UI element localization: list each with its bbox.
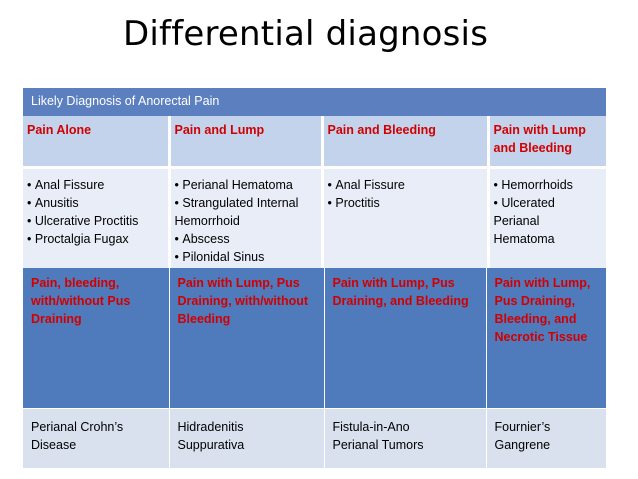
diagnosis-item: Anusitis [27,194,164,212]
diagnosis-item: Perianal Hematoma [175,176,317,194]
diagnosis-item: Proctalgia Fugax [27,230,164,248]
column-header-lump-pus-bleeding: Pain with Lump, Pus Draining, and Bleedi… [324,268,487,409]
diagnosis-list: Anal Fissure Proctitis [328,176,483,212]
column-header-lump-pus: Pain with Lump, Pus Draining, with/witho… [169,268,325,409]
diagnosis-cell: Perianal Crohn’s Disease [23,408,170,468]
diagnosis-cell: Perianal Hematoma Strangulated Internal … [169,166,324,284]
diagnosis-cell: Anal Fissure Proctitis [322,166,490,284]
column-header-pain-alone: Pain Alone [23,116,171,168]
table-caption: Likely Diagnosis of Anorectal Pain [23,88,606,116]
diagnosis-item: Anal Fissure [328,176,483,194]
diagnosis-item: Ulcerated Perianal Hematoma [494,194,603,248]
diagnosis-item: Hemorrhoids [494,176,603,194]
diagnosis-item: Pilonidal Sinus [175,248,317,266]
diagnosis-list: Perianal Hematoma Strangulated Internal … [175,176,317,266]
diagnosis-cell: Anal Fissure Anusitis Ulcerative Proctit… [23,166,171,284]
diagnosis-cell: Hidradenitis Suppurativa [169,408,325,468]
column-header-pain-and-bleeding: Pain and Bleeding [322,116,490,168]
column-header-pain-and-lump: Pain and Lump [169,116,324,168]
diagnosis-item: Anal Fissure [27,176,164,194]
diagnosis-cell: Fistula-in-Ano Perianal Tumors [324,408,487,468]
diagnosis-cell: Hemorrhoids Ulcerated Perianal Hematoma [488,166,606,284]
column-header-necrotic: Pain with Lump, Pus Draining, Bleeding, … [486,268,606,409]
diagnosis-cell: Fournier’s Gangrene [486,408,606,468]
column-header-pain-lump-bleeding: Pain with Lump and Bleeding [488,116,606,168]
anorectal-pain-table: Likely Diagnosis of Anorectal Pain Pain … [23,88,606,284]
pus-draining-table: Pain, bleeding, with/without Pus Drainin… [23,268,606,468]
diagnosis-list: Anal Fissure Anusitis Ulcerative Proctit… [27,176,164,248]
column-header-bleeding-pus: Pain, bleeding, with/without Pus Drainin… [23,268,170,409]
diagnosis-item: Strangulated Internal Hemorrhoid [175,194,317,230]
diagnosis-item: Ulcerative Proctitis [27,212,164,230]
slide-title: Differential diagnosis [123,14,489,54]
diagnosis-item: Proctitis [328,194,483,212]
diagnosis-item: Abscess [175,230,317,248]
diagnosis-list: Hemorrhoids Ulcerated Perianal Hematoma [494,176,603,248]
